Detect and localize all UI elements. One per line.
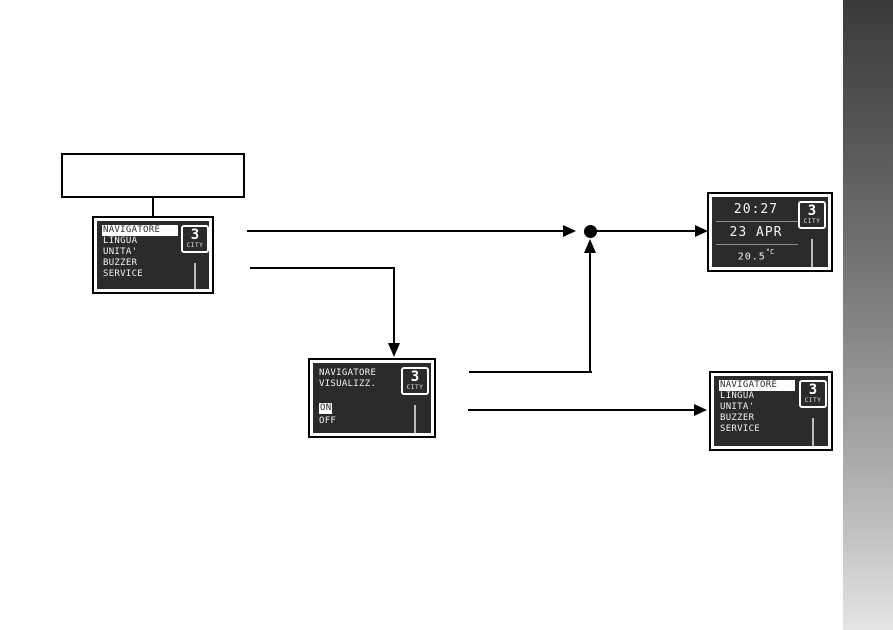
lcd-clock[interactable]: 20:27 23 APR 20.5°C 3 CITY	[707, 192, 833, 272]
flow-arrowhead-to-menu-end	[694, 404, 707, 416]
gear-stem-icon	[812, 418, 814, 446]
flow-line-branch-horizontal	[250, 267, 395, 269]
clock-divider-1	[716, 221, 798, 222]
gear-stem-icon	[414, 405, 416, 433]
menu-item-buzzer[interactable]: BUZZER	[103, 258, 138, 268]
caption-box	[61, 153, 245, 198]
clock-time: 20:27	[733, 202, 779, 217]
flow-line-junction-to-clock	[596, 230, 698, 232]
option-on[interactable]: ON	[319, 403, 333, 414]
gear-mode-label: CITY	[186, 242, 204, 249]
gear-mode-label: CITY	[803, 218, 821, 225]
lcd-menu-end[interactable]: NAVIGATORE LINGUA UNITA' BUZZER SERVICE …	[709, 371, 833, 451]
flow-line-branch-vertical	[393, 267, 395, 345]
lcd-menu-start[interactable]: NAVIGATORE LINGUA UNITA' BUZZER SERVICE …	[92, 216, 214, 294]
menu-item-unita[interactable]: UNITA'	[720, 402, 755, 412]
nav-title-line2: VISUALIZZ.	[319, 379, 377, 389]
menu-list-end[interactable]: NAVIGATORE LINGUA UNITA' BUZZER SERVICE	[719, 380, 795, 435]
lcd-menu-end-screen: NAVIGATORE LINGUA UNITA' BUZZER SERVICE …	[714, 376, 828, 446]
nav-title-line1: NAVIGATORE	[319, 368, 377, 378]
flow-line-return-horizontal	[469, 371, 592, 373]
lcd-clock-screen: 20:27 23 APR 20.5°C 3 CITY	[712, 197, 828, 267]
gear-number: 3	[410, 369, 420, 385]
temperature-value: 20.5	[737, 251, 766, 263]
menu-list-start[interactable]: NAVIGATORE LINGUA UNITA' BUZZER SERVICE	[102, 225, 178, 280]
page-edge-gradient	[843, 0, 893, 630]
lcd-nav-visualizz-screen: NAVIGATORE VISUALIZZ. ON OFF 3 CITY	[313, 363, 431, 433]
flow-arrowhead-to-clock	[695, 225, 708, 237]
menu-item-lingua[interactable]: LINGUA	[103, 236, 138, 246]
flow-arrowhead-to-nav-visualizz	[388, 343, 400, 357]
temperature-unit: °C	[765, 248, 775, 256]
clock-divider-2	[716, 244, 798, 245]
flow-line-return-vertical	[589, 250, 591, 373]
gear-mode-label: CITY	[804, 397, 822, 404]
menu-item-buzzer[interactable]: BUZZER	[720, 413, 755, 423]
gear-number: 3	[807, 203, 817, 219]
menu-item-navigatore[interactable]: NAVIGATORE	[102, 225, 178, 236]
clock-temperature: 20.5°C	[716, 248, 796, 263]
menu-item-service[interactable]: SERVICE	[720, 424, 761, 434]
gear-indicator-nav: 3 CITY	[401, 367, 429, 395]
flow-arrowhead-return-to-junction	[584, 239, 596, 253]
gear-mode-label: CITY	[406, 384, 424, 391]
note-box-connector	[152, 198, 154, 218]
gear-number: 3	[808, 382, 818, 398]
menu-item-unita[interactable]: UNITA'	[103, 247, 138, 257]
gear-number: 3	[190, 227, 200, 243]
menu-item-navigatore[interactable]: NAVIGATORE	[719, 380, 795, 391]
lcd-nav-visualizz[interactable]: NAVIGATORE VISUALIZZ. ON OFF 3 CITY	[308, 358, 436, 438]
gear-stem-icon	[811, 239, 813, 267]
gear-stem-icon	[194, 263, 196, 289]
gear-indicator-clock: 3 CITY	[798, 201, 826, 229]
menu-item-service[interactable]: SERVICE	[103, 269, 144, 279]
gear-indicator-start: 3 CITY	[181, 225, 209, 253]
lcd-menu-start-screen: NAVIGATORE LINGUA UNITA' BUZZER SERVICE …	[97, 221, 209, 289]
menu-item-lingua[interactable]: LINGUA	[720, 391, 755, 401]
option-off[interactable]: OFF	[319, 416, 337, 426]
clock-date: 23 APR	[729, 225, 783, 240]
flow-arrowhead-to-junction	[563, 225, 576, 237]
gear-indicator-end: 3 CITY	[799, 380, 827, 408]
flow-junction-node	[584, 225, 597, 238]
flow-line-menu-to-junction	[247, 230, 565, 232]
flow-line-to-menu-end	[468, 409, 697, 411]
